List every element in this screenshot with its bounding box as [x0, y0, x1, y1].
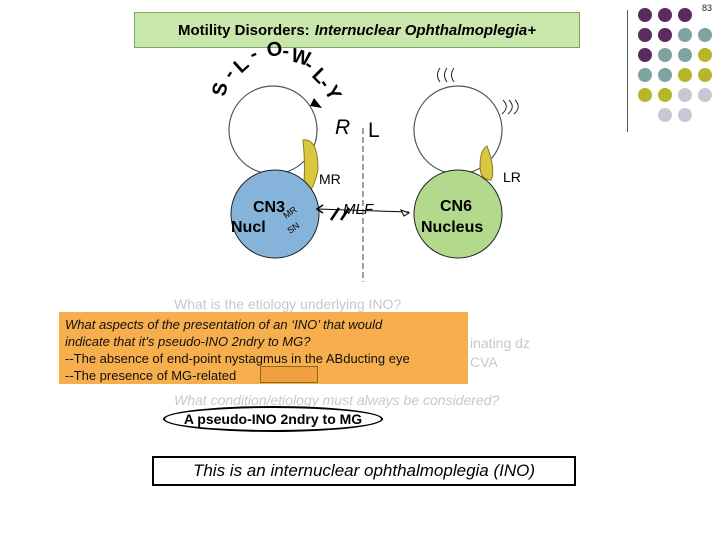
lateral-rectus-muscle: [479, 145, 494, 181]
arrow-icon: [310, 98, 322, 108]
dot: [658, 108, 672, 122]
dot: [638, 48, 652, 62]
conclusion-box: This is an internuclear ophthalmoplegia …: [152, 456, 576, 486]
dot: [638, 28, 652, 42]
cn6-label: CN6: [440, 198, 472, 215]
title-main: Motility Disorders:: [178, 21, 310, 39]
right-eye-icon: [228, 85, 318, 175]
title-italic: Internuclear Ophthalmoplegia+: [314, 21, 536, 39]
answer-pseudo-ino: A pseudo-INO 2ndry to MG: [163, 406, 383, 432]
callout-line: --The absence of end-point nystagmus in …: [65, 351, 410, 366]
callout-line: --The presence of MG-related: [65, 368, 237, 383]
cn3-nucl-label: Nucl: [231, 219, 266, 236]
dot: [698, 48, 712, 62]
mlf-pathway: [316, 208, 410, 213]
cn3-label: CN3: [253, 199, 285, 216]
slowly-letter: S: [208, 80, 232, 98]
slide-title: Motility Disorders: Internuclear Ophthal…: [134, 12, 580, 48]
slowly-letter: -: [282, 40, 291, 62]
hidden-text-fragment: inating dz: [470, 335, 530, 351]
slowly-letter: -: [246, 43, 261, 66]
dot: [678, 108, 692, 122]
pathway-head-icon: [399, 209, 411, 217]
lr-label: LR: [503, 169, 521, 185]
question-condition: What condition/etiology must always be c…: [174, 392, 500, 408]
dot: [658, 68, 672, 82]
left-label: L: [368, 119, 380, 142]
dot: [638, 68, 652, 82]
dot: [678, 88, 692, 102]
dot: [698, 28, 712, 42]
slowly-letter: O: [265, 38, 284, 62]
answer-cover-block[interactable]: [260, 366, 318, 383]
cn6-nucleus: [413, 169, 503, 259]
cn6-nucleus-label: Nucleus: [421, 219, 483, 236]
dot: [698, 88, 712, 102]
dot: [658, 88, 672, 102]
dot: [678, 48, 692, 62]
callout-line: indicate that it’s pseudo-INO 2ndry to M…: [65, 334, 311, 349]
dot: [678, 28, 692, 42]
dot: [638, 8, 652, 22]
cn3-nucleus: [230, 169, 320, 259]
dot: [658, 28, 672, 42]
divider-line: [627, 10, 628, 132]
motion-arcs-icon: [437, 67, 519, 115]
ino-diagram: S - L - O - W - L - Y R L MR LR CN3 Nucl…: [208, 38, 521, 282]
hidden-text-fragment: CVA: [470, 354, 498, 370]
question-etiology: What is the etiology underlying INO?: [174, 296, 402, 312]
lesion-mark: [339, 207, 351, 221]
dot: [698, 68, 712, 82]
callout-line: What aspects of the presentation of an ‘…: [65, 317, 383, 332]
dot: [658, 8, 672, 22]
mlf-label: MLF: [343, 201, 374, 218]
pseudo-ino-callout: What aspects of the presentation of an ‘…: [59, 312, 468, 384]
page-number: 83: [701, 3, 712, 13]
dot: [638, 88, 652, 102]
right-label: R: [335, 116, 350, 139]
lesion-mark: [329, 207, 341, 221]
mr-label: MR: [319, 171, 341, 187]
dot: [678, 68, 692, 82]
dot: [678, 8, 692, 22]
dot: [658, 48, 672, 62]
